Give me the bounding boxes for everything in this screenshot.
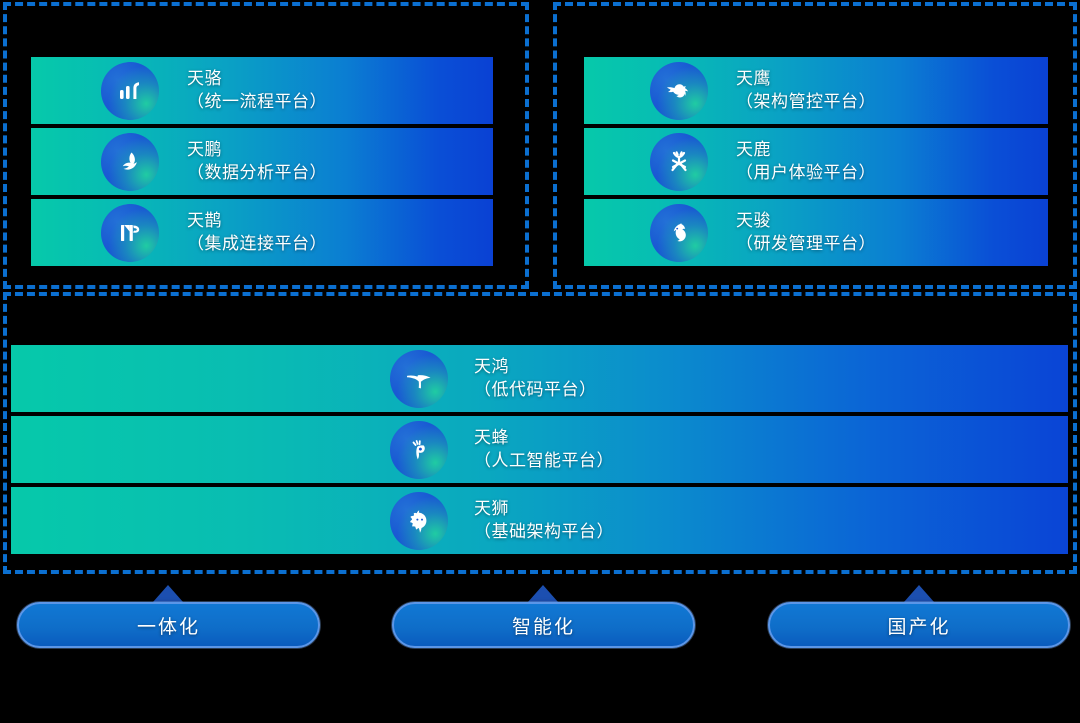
platform-name: 天骏 [736, 210, 771, 230]
platform-bar-tianjun[interactable]: 天骏 （研发管理平台） [584, 199, 1048, 266]
group-container-top-left [3, 2, 529, 289]
platform-bar-tianque[interactable]: 天鹊 （集成连接平台） [31, 199, 493, 266]
platform-subtitle: （集成连接平台） [187, 233, 327, 253]
platform-bar-tianpeng[interactable]: 天鹏 （数据分析平台） [31, 128, 493, 195]
pill-guochanhua[interactable]: 国产化 [768, 602, 1070, 648]
roc-bird-icon [101, 132, 159, 191]
platform-label: 天鹿 （用户体验平台） [736, 140, 876, 183]
platform-name: 天蜂 [474, 427, 509, 447]
platform-name: 天鹊 [187, 210, 222, 230]
horse-icon [650, 203, 708, 262]
platform-label: 天鹰 （架构管控平台） [736, 69, 876, 112]
platform-name: 天狮 [474, 498, 509, 518]
arrow-up-icon [904, 585, 934, 602]
platform-bar-tianfeng[interactable]: 天蜂 （人工智能平台） [11, 416, 1068, 483]
platform-label: 天鸿 （低代码平台） [474, 357, 597, 400]
magpie-icon [101, 203, 159, 262]
platform-bar-tianshi[interactable]: 天狮 （基础架构平台） [11, 487, 1068, 554]
platform-subtitle: （研发管理平台） [736, 233, 876, 253]
arrow-up-icon [528, 585, 558, 602]
platform-name: 天鹿 [736, 139, 771, 159]
platform-name: 天鹏 [187, 139, 222, 159]
platform-bar-tianhong[interactable]: 天鸿 （低代码平台） [11, 345, 1068, 412]
platform-label: 天狮 （基础架构平台） [474, 499, 614, 542]
group-container-bottom [3, 292, 1077, 574]
platform-label: 天骆 （统一流程平台） [187, 69, 327, 112]
platform-label: 天鹏 （数据分析平台） [187, 140, 327, 183]
eagle-icon [650, 61, 708, 120]
platform-subtitle: （数据分析平台） [187, 162, 327, 182]
platform-name: 天骆 [187, 68, 222, 88]
platform-label: 天骏 （研发管理平台） [736, 211, 876, 254]
platform-subtitle: （基础架构平台） [474, 521, 614, 541]
platform-subtitle: （用户体验平台） [736, 162, 876, 182]
platform-bar-tianlu[interactable]: 天鹿 （用户体验平台） [584, 128, 1048, 195]
bar-chart-icon [101, 61, 159, 120]
pill-zhinenghua[interactable]: 智能化 [392, 602, 695, 648]
platform-bar-tianluo[interactable]: 天骆 （统一流程平台） [31, 57, 493, 124]
platform-bar-tianying[interactable]: 天鹰 （架构管控平台） [584, 57, 1048, 124]
platform-subtitle: （架构管控平台） [736, 91, 876, 111]
platform-name: 天鸿 [474, 356, 509, 376]
arrow-up-icon [153, 585, 183, 602]
bee-icon [390, 420, 448, 479]
platform-subtitle: （统一流程平台） [187, 91, 327, 111]
platform-label: 天鹊 （集成连接平台） [187, 211, 327, 254]
lion-icon [390, 491, 448, 550]
deer-icon [650, 132, 708, 191]
group-container-top-right [553, 2, 1077, 289]
platform-subtitle: （低代码平台） [474, 379, 597, 399]
pill-yitihua[interactable]: 一体化 [17, 602, 320, 648]
platform-name: 天鹰 [736, 68, 771, 88]
platform-label: 天蜂 （人工智能平台） [474, 428, 614, 471]
platform-subtitle: （人工智能平台） [474, 450, 614, 470]
swan-icon [390, 349, 448, 408]
